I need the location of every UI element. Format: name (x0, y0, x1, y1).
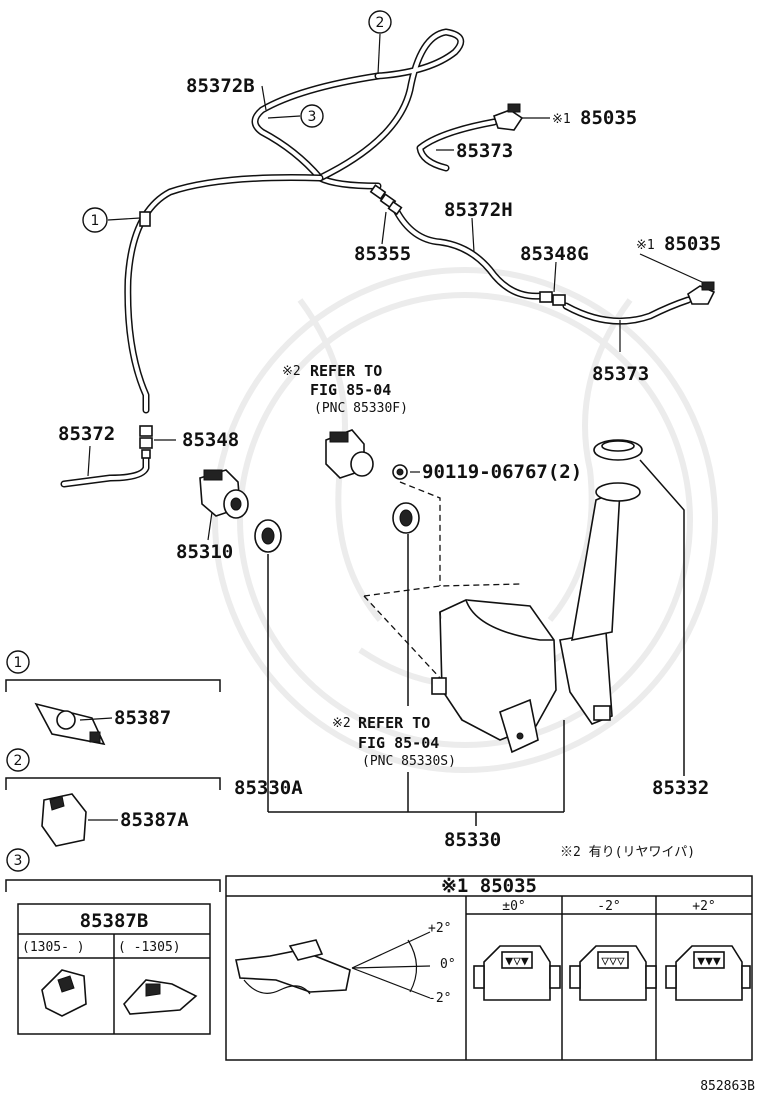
refer-note-85330S: ※2 REFER TO FIG 85-04 (PNC 85330S) (332, 714, 456, 769)
label-85372H: 85372H (444, 199, 513, 221)
box3-title: 85387B (80, 910, 149, 932)
angle-top: +2° (428, 921, 451, 936)
box3-col2: ( -1305) (118, 940, 181, 955)
detail-2: 2 85387A (5, 748, 221, 847)
detail-1: 1 85387 (5, 650, 221, 746)
label-85355: 85355 (354, 243, 411, 265)
label-85387: 85387 (114, 707, 171, 729)
callout-1-number: 1 (91, 213, 100, 229)
detail-3-number: 3 (14, 853, 23, 869)
label-85348G: 85348G (520, 243, 589, 265)
label-85035-mid: 85035 (664, 233, 721, 255)
col-minus2: -2° (597, 899, 620, 914)
label-85373-mid: 85373 (592, 363, 649, 385)
svg-text:▽▽▽: ▽▽▽ (601, 954, 625, 969)
callout-3: 3 (300, 104, 324, 128)
refer-f-line2: FIG 85-04 (310, 381, 391, 399)
star1-mark-mid: ※1 (636, 238, 655, 253)
table-85035: ※1 85035 ±0° -2° +2° +2° 0° -2° ▼▽▼ ▽▽▽ (225, 875, 753, 1061)
hose-85373-mid (562, 296, 692, 325)
label-90119: 90119-06767(2) (422, 461, 582, 483)
star2-mark-s: ※2 (332, 716, 351, 731)
svg-text:▼▽▼: ▼▽▼ (505, 954, 529, 969)
pump-85330F (325, 429, 374, 479)
nozzle-view-pm0: ▼▽▼ (473, 945, 561, 1001)
label-85330: 85330 (444, 829, 501, 851)
svg-text:▼▼▼: ▼▼▼ (697, 954, 721, 969)
joint-85348G (539, 291, 566, 306)
star1-mark-top: ※1 (552, 112, 571, 127)
callout-3-number: 3 (308, 109, 317, 125)
label-85372B: 85372B (186, 75, 255, 97)
hose-85372B (251, 28, 465, 190)
grommet-85330S (392, 502, 420, 534)
nozzle-view-plus2: ▼▼▼ (665, 945, 751, 1001)
refer-s-line3: (PNC 85330S) (362, 754, 456, 769)
nozzle-angle-illustration: +2° 0° -2° (235, 921, 456, 1006)
callout-1: 1 (82, 207, 108, 233)
detail-2-number: 2 (14, 753, 23, 769)
grommet-85330A (254, 519, 282, 553)
label-85330A: 85330A (234, 777, 303, 799)
table-title: ※1 85035 (441, 875, 537, 897)
label-85310: 85310 (176, 541, 233, 563)
star2-mark-f: ※2 (282, 364, 301, 379)
refer-s-line1: REFER TO (358, 714, 430, 732)
footnote: ※2 有り(リヤワイパ) (560, 845, 695, 860)
angle-bot: -2° (428, 991, 451, 1006)
box3-col1: (1305- ) (22, 940, 85, 955)
detail-1-number: 1 (14, 655, 23, 671)
reservoir-85330 (363, 439, 643, 754)
nozzle-85035-mid (687, 281, 716, 305)
callout-2: 2 (368, 10, 392, 34)
label-85332: 85332 (652, 777, 709, 799)
connector-85355 (369, 184, 403, 216)
nozzle-view-minus2: ▽▽▽ (569, 945, 657, 1001)
col-plus2: +2° (692, 899, 715, 914)
joint-85348 (139, 425, 153, 459)
label-85372: 85372 (58, 423, 115, 445)
refer-f-line1: REFER TO (310, 362, 382, 380)
pump-85310 (199, 469, 249, 519)
callout-2-number: 2 (376, 15, 385, 31)
bolt-90119 (392, 464, 408, 480)
leader-lines (87, 33, 703, 826)
detail-3: 3 85387B (1305- ) ( -1305) (5, 848, 221, 1035)
hose-85373-top (416, 118, 498, 172)
label-85373-top: 85373 (456, 140, 513, 162)
nozzle-85035-top (492, 103, 524, 131)
hose-85372H (392, 206, 544, 300)
col-pm0: ±0° (502, 899, 525, 914)
label-85035-top: 85035 (580, 107, 637, 129)
refer-note-85330F: ※2 REFER TO FIG 85-04 (PNC 85330F) (282, 362, 408, 416)
figure-id: 852863B (700, 1079, 755, 1094)
angle-mid: 0° (440, 957, 456, 972)
label-85348: 85348 (182, 429, 239, 451)
label-85387A: 85387A (120, 809, 189, 831)
clip-callout-1 (139, 211, 151, 227)
refer-f-line3: (PNC 85330F) (314, 401, 408, 416)
refer-s-line2: FIG 85-04 (358, 734, 439, 752)
